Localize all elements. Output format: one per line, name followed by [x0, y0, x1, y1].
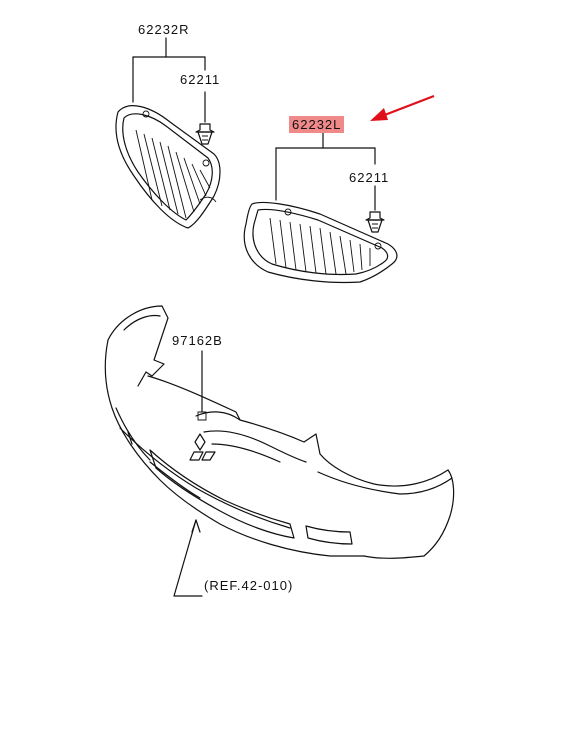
label-grille-left: 62232L — [289, 116, 345, 133]
label-grille-right: 62232R — [138, 22, 190, 37]
clip-icon — [365, 211, 385, 233]
emblem-icon — [189, 433, 216, 461]
grille-left — [243, 201, 398, 284]
grille-right — [115, 105, 221, 229]
clip-icon — [195, 123, 215, 145]
callout-arrow-icon — [370, 94, 435, 121]
label-bumper-ref: (REF.42-010) — [204, 578, 294, 593]
label-emblem: 97162B — [172, 333, 223, 348]
front-bumper — [104, 305, 455, 559]
label-clip-lower: 62211 — [349, 170, 390, 185]
label-clip-upper: 62211 — [180, 72, 221, 87]
